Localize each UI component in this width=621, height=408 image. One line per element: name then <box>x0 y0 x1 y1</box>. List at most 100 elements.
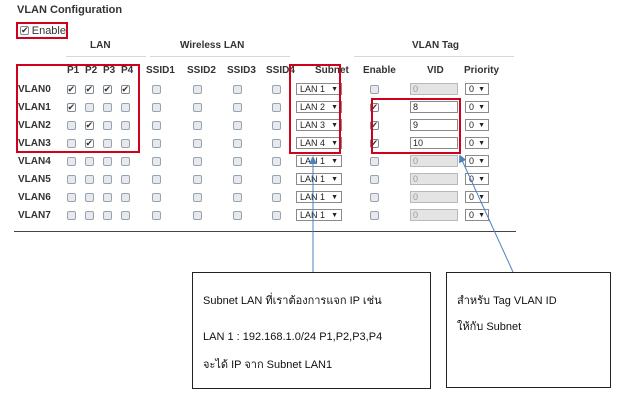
ssid-cell <box>150 188 162 206</box>
lan-port-checkbox[interactable] <box>84 102 94 112</box>
lan-port-checkbox[interactable] <box>102 120 112 130</box>
subnet-select[interactable]: LAN 4▼ <box>296 137 342 149</box>
lan-port-checkbox[interactable] <box>120 138 130 148</box>
ssid-checkbox[interactable] <box>271 120 281 130</box>
priority-select[interactable]: 0▼ <box>465 119 489 131</box>
tag-enable-checkbox[interactable] <box>369 174 379 184</box>
ssid-checkbox[interactable] <box>151 174 161 184</box>
tag-enable-checkbox[interactable] <box>369 192 379 202</box>
subnet-cell: LAN 4▼ <box>294 134 344 152</box>
vid-input[interactable]: 0 <box>410 173 458 185</box>
lan-port-checkbox[interactable] <box>84 192 94 202</box>
ssid-checkbox[interactable] <box>271 84 281 94</box>
subnet-select[interactable]: LAN 2▼ <box>296 101 342 113</box>
column-header-ssid1: SSID1 <box>146 65 175 76</box>
lan-port-checkbox[interactable] <box>84 118 94 132</box>
lan-port-checkbox[interactable] <box>102 138 112 148</box>
lan-port-checkbox[interactable] <box>66 82 76 96</box>
ssid-checkbox[interactable] <box>271 156 281 166</box>
lan-port-checkbox[interactable] <box>120 82 130 96</box>
ssid-checkbox[interactable] <box>192 192 202 202</box>
tag-enable-checkbox[interactable] <box>369 136 379 150</box>
priority-select[interactable]: 0▼ <box>465 155 489 167</box>
ssid-checkbox[interactable] <box>271 102 281 112</box>
vid-input[interactable]: 0 <box>410 83 458 95</box>
ssid-checkbox[interactable] <box>151 138 161 148</box>
ssid-checkbox[interactable] <box>151 120 161 130</box>
ssid-checkbox[interactable] <box>271 192 281 202</box>
chevron-down-icon: ▼ <box>331 85 338 93</box>
lan-port-checkbox[interactable] <box>102 156 112 166</box>
ssid-checkbox[interactable] <box>192 156 202 166</box>
ssid-checkbox[interactable] <box>232 84 242 94</box>
ssid-checkbox[interactable] <box>192 174 202 184</box>
vid-input[interactable]: 10 <box>410 137 458 149</box>
ssid-checkbox[interactable] <box>192 210 202 220</box>
lan-port-checkbox[interactable] <box>120 120 130 130</box>
subnet-select[interactable]: LAN 1▼ <box>296 83 342 95</box>
lan-port-checkbox[interactable] <box>84 136 94 150</box>
ssid-checkbox[interactable] <box>192 102 202 112</box>
lan-port-checkbox[interactable] <box>66 156 76 166</box>
vlan-enable-checkbox[interactable] <box>20 23 29 37</box>
subnet-select[interactable]: LAN 3▼ <box>296 119 342 131</box>
lan-port-checkbox[interactable] <box>120 210 130 220</box>
lan-port-checkbox[interactable] <box>102 102 112 112</box>
ssid-checkbox[interactable] <box>271 138 281 148</box>
ssid-checkbox[interactable] <box>271 174 281 184</box>
lan-port-checkbox[interactable] <box>66 174 76 184</box>
ssid-checkbox[interactable] <box>271 210 281 220</box>
priority-select[interactable]: 0▼ <box>465 101 489 113</box>
priority-select[interactable]: 0▼ <box>465 173 489 185</box>
ssid-checkbox[interactable] <box>232 156 242 166</box>
priority-select[interactable]: 0▼ <box>465 137 489 149</box>
lan-port-checkbox[interactable] <box>66 100 76 114</box>
lan-port-checkbox[interactable] <box>120 174 130 184</box>
ssid-checkbox[interactable] <box>151 192 161 202</box>
ssid-checkbox[interactable] <box>232 210 242 220</box>
lan-port-checkbox[interactable] <box>84 156 94 166</box>
ssid-checkbox[interactable] <box>232 102 242 112</box>
lan-port-checkbox[interactable] <box>102 174 112 184</box>
tag-enable-checkbox[interactable] <box>369 100 379 114</box>
lan-port-cell <box>119 116 131 134</box>
ssid-checkbox[interactable] <box>151 156 161 166</box>
ssid-cell <box>270 98 282 116</box>
lan-port-checkbox[interactable] <box>120 102 130 112</box>
priority-select[interactable]: 0▼ <box>465 209 489 221</box>
ssid-checkbox[interactable] <box>192 120 202 130</box>
lan-port-checkbox[interactable] <box>66 210 76 220</box>
ssid-checkbox[interactable] <box>232 138 242 148</box>
ssid-checkbox[interactable] <box>192 138 202 148</box>
lan-port-checkbox[interactable] <box>120 192 130 202</box>
priority-select[interactable]: 0▼ <box>465 83 489 95</box>
vid-input[interactable]: 0 <box>410 191 458 203</box>
tag-enable-checkbox[interactable] <box>369 156 379 166</box>
ssid-checkbox[interactable] <box>232 192 242 202</box>
ssid-checkbox[interactable] <box>151 210 161 220</box>
lan-port-checkbox[interactable] <box>66 120 76 130</box>
ssid-checkbox[interactable] <box>151 102 161 112</box>
lan-port-checkbox[interactable] <box>120 156 130 166</box>
lan-port-checkbox[interactable] <box>102 192 112 202</box>
vid-input[interactable]: 8 <box>410 101 458 113</box>
lan-port-checkbox[interactable] <box>84 82 94 96</box>
vid-input[interactable]: 0 <box>410 209 458 221</box>
lan-port-checkbox[interactable] <box>66 138 76 148</box>
chevron-down-icon: ▼ <box>331 103 338 111</box>
vid-input[interactable]: 9 <box>410 119 458 131</box>
lan-port-checkbox[interactable] <box>84 210 94 220</box>
vid-input[interactable]: 0 <box>410 155 458 167</box>
ssid-checkbox[interactable] <box>232 120 242 130</box>
ssid-checkbox[interactable] <box>151 84 161 94</box>
lan-port-checkbox[interactable] <box>102 210 112 220</box>
ssid-checkbox[interactable] <box>232 174 242 184</box>
ssid-checkbox[interactable] <box>192 84 202 94</box>
lan-port-checkbox[interactable] <box>66 192 76 202</box>
tag-enable-checkbox[interactable] <box>369 84 379 94</box>
priority-select[interactable]: 0▼ <box>465 191 489 203</box>
tag-enable-checkbox[interactable] <box>369 118 379 132</box>
lan-port-checkbox[interactable] <box>84 174 94 184</box>
tag-enable-checkbox[interactable] <box>369 210 379 220</box>
lan-port-checkbox[interactable] <box>102 82 112 96</box>
